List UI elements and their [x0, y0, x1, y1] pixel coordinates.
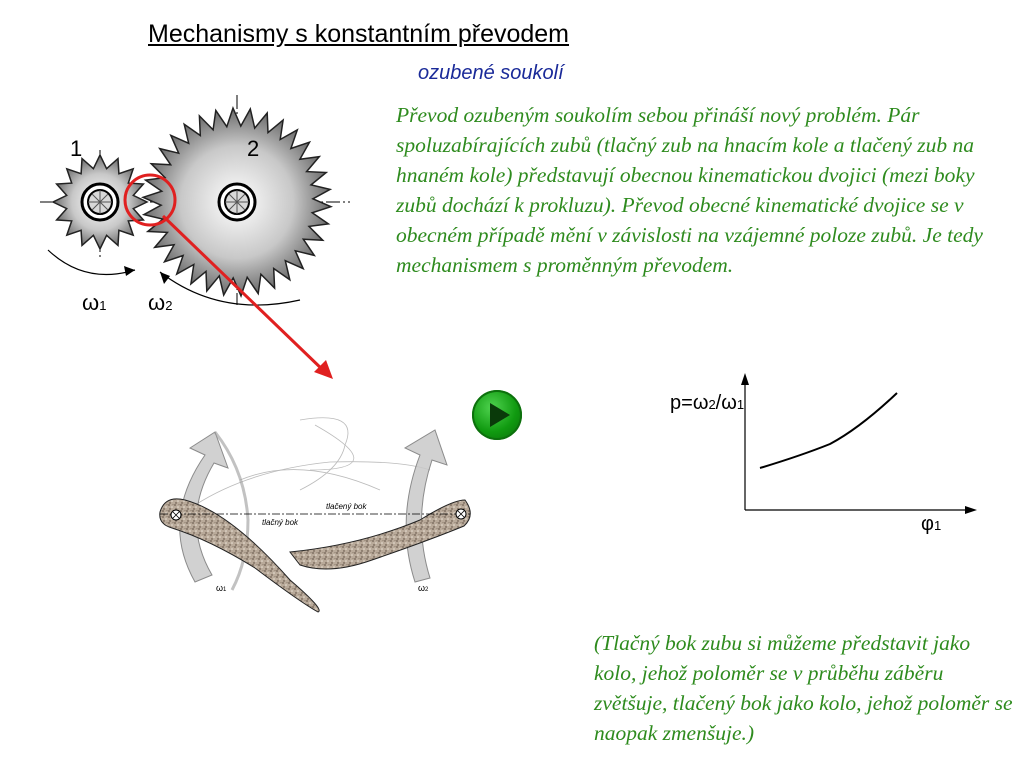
omega2-label: ω2 [148, 290, 172, 316]
label-tlaceny-bok: tlačený bok [326, 502, 367, 511]
omega-symbol: ω [418, 583, 426, 593]
graph-x-label: φ1 [921, 513, 941, 536]
gear-1-hub [80, 182, 120, 222]
omega2-subscript: 2 [165, 298, 173, 313]
denominator-subscript: 1 [736, 397, 745, 412]
omega2-rotation-arrow [159, 271, 301, 306]
transmission-ratio-graph [741, 373, 977, 514]
note-paragraph: (Tlačný bok zubu si můžeme představit ja… [594, 631, 1013, 745]
gear-2 [140, 106, 334, 298]
gear-1-label: 1 [70, 136, 83, 161]
mesh-highlight-circle [123, 173, 177, 227]
ratio-curve [759, 392, 898, 469]
gear-2-label: 2 [247, 136, 260, 161]
play-button[interactable] [472, 390, 522, 440]
play-icon [490, 403, 510, 427]
gear-2-hub [217, 182, 257, 222]
omega1-subscript: 1 [223, 587, 227, 593]
omega2-subscript: 2 [425, 587, 429, 593]
label-tlacny-bok: tlačný bok [262, 518, 299, 527]
omega2-big-arrow [403, 429, 448, 583]
y-label-prefix: p= [670, 392, 693, 414]
omega1-rotation-arrow [47, 249, 136, 276]
pivot-1 [170, 509, 182, 521]
omega-symbol: ω [721, 392, 737, 414]
zoom-arrow [161, 214, 327, 374]
teeth-omega2-label: ω2 [418, 583, 428, 593]
slide-subtitle: ozubené soukolí [418, 62, 564, 84]
omega-symbol: ω [82, 290, 100, 315]
omega1-label: ω1 [82, 290, 106, 316]
phi-subscript: 1 [933, 518, 942, 533]
teeth-omega1-label: ω1 [216, 583, 226, 593]
omega-symbol: ω [148, 290, 166, 315]
slide-title: Mechanismy s konstantním převodem [148, 20, 570, 48]
fraction-slash: / [715, 392, 722, 414]
omega-symbol: ω [692, 392, 709, 414]
numerator-subscript: 2 [708, 397, 716, 412]
phi-symbol: φ [921, 513, 934, 535]
gear-1 [51, 153, 149, 251]
omega1-big-arrow [179, 431, 229, 583]
driven-tooth-link [289, 499, 471, 570]
omega1-subscript: 1 [99, 298, 107, 313]
driving-tooth-link [159, 498, 320, 613]
main-paragraph: Převod ozubeným soukolím sebou přináší n… [396, 103, 983, 277]
graph-y-label: p=ω2/ω1 [670, 392, 744, 415]
zoom-arrow-head [314, 360, 333, 379]
pivot-2 [455, 508, 467, 520]
omega-symbol: ω [216, 583, 224, 593]
